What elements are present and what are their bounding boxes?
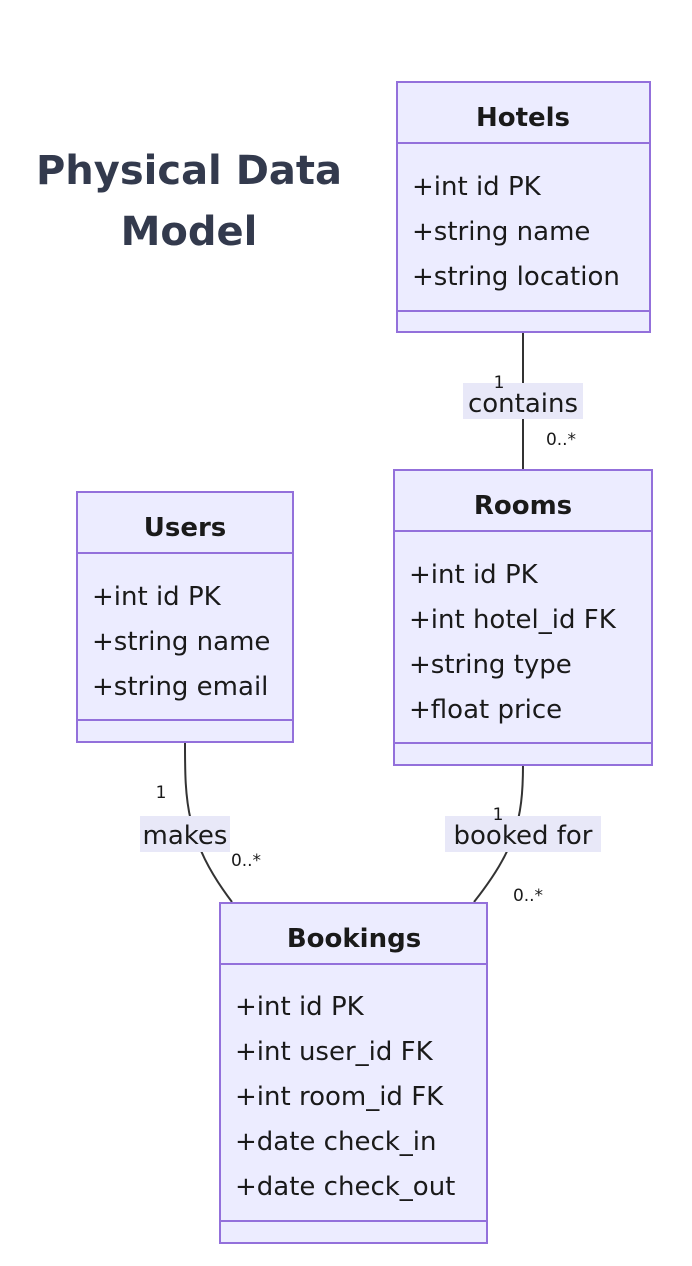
class-box: [76, 491, 294, 743]
relation-label-contains: contains: [468, 389, 578, 419]
attribute: +int id PK: [409, 560, 539, 590]
relation-label-background: [463, 383, 583, 419]
attribute: +string location: [412, 262, 620, 292]
attribute: +string name: [412, 217, 590, 247]
class-box: [393, 469, 653, 766]
class-users: Users +int id PK +string name +string em…: [76, 491, 294, 743]
attribute: +float price: [409, 695, 562, 725]
class-box: [396, 81, 651, 333]
attribute: +string name: [92, 627, 270, 657]
relation-makes: makes 1 0..*: [140, 783, 261, 871]
cardinality-rooms-one: 1: [493, 805, 504, 825]
attribute: +int id PK: [412, 172, 542, 202]
relation-label-makes: makes: [143, 821, 228, 851]
cardinality-hotels-one: 1: [494, 373, 505, 393]
class-name-rooms: Rooms: [474, 491, 572, 521]
class-box: [219, 902, 488, 1244]
diagram-title-line-1: Physical Data: [36, 148, 342, 194]
attribute: +int user_id FK: [235, 1037, 434, 1067]
attribute: +int id PK: [235, 992, 365, 1022]
attribute: +int hotel_id FK: [409, 605, 617, 635]
cardinality-users-one: 1: [156, 783, 167, 803]
class-rooms: Rooms +int id PK +int hotel_id FK +strin…: [393, 469, 653, 766]
attribute: +int id PK: [92, 582, 222, 612]
class-name-users: Users: [144, 513, 227, 543]
relation-label-booked-for: booked for: [454, 821, 593, 851]
class-name-hotels: Hotels: [476, 103, 570, 133]
class-hotels: Hotels +int id PK +string name +string l…: [396, 81, 651, 333]
attribute: +string email: [92, 672, 268, 702]
cardinality-rooms-many: 0..*: [546, 430, 576, 450]
class-bookings: Bookings +int id PK +int user_id FK +int…: [219, 902, 488, 1244]
relation-contains: contains 1 0..*: [463, 373, 583, 450]
attribute: +date check_out: [235, 1172, 455, 1202]
cardinality-bookings-many-rooms: 0..*: [513, 886, 543, 906]
attribute: +date check_in: [235, 1127, 437, 1157]
attribute: +int room_id FK: [235, 1082, 444, 1112]
attribute: +string type: [409, 650, 572, 680]
relation-label-background: [140, 816, 230, 852]
class-name-bookings: Bookings: [287, 924, 421, 954]
relation-booked-for: booked for 1 0..*: [445, 805, 601, 906]
relation-label-background: [445, 816, 601, 852]
diagram-title-line-2: Model: [121, 209, 258, 255]
cardinality-bookings-many-users: 0..*: [231, 851, 261, 871]
